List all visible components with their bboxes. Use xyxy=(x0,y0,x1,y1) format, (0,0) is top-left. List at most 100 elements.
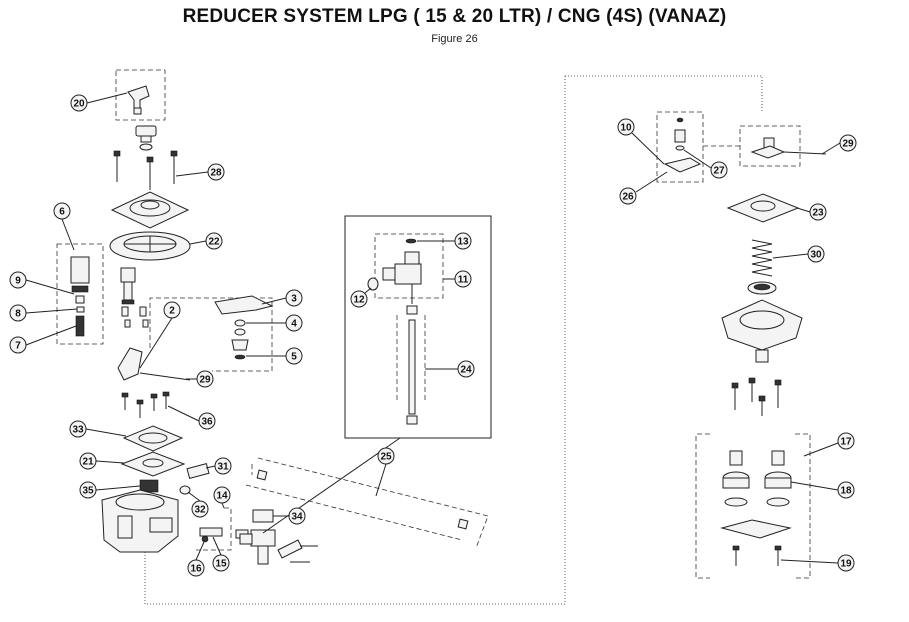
svg-text:35: 35 xyxy=(82,486,94,497)
svg-text:9: 9 xyxy=(15,276,21,287)
callout-33: 33 xyxy=(69,420,127,438)
callout-32: 32 xyxy=(187,491,209,518)
callout-29-left: 29 xyxy=(186,370,214,388)
callout-26: 26 xyxy=(619,171,668,205)
svg-text:36: 36 xyxy=(201,417,213,428)
callout-2: 2 xyxy=(139,301,181,369)
part-screws-small xyxy=(121,391,170,418)
svg-text:18: 18 xyxy=(840,486,852,497)
callout-6: 6 xyxy=(53,202,75,251)
callout-16: 16 xyxy=(187,541,205,577)
part-cover-plate xyxy=(110,191,190,229)
svg-text:33: 33 xyxy=(72,425,84,436)
callout-8: 8 xyxy=(9,304,78,322)
part-gasket xyxy=(122,425,184,452)
part-sensor-bracket xyxy=(750,137,827,159)
part-diaphragm-right xyxy=(747,281,777,295)
svg-text:25: 25 xyxy=(380,452,392,463)
part-diaphragm xyxy=(109,231,191,261)
diagram-title: REDUCER SYSTEM LPG ( 15 & 20 LTR) / CNG … xyxy=(182,6,727,27)
svg-text:29: 29 xyxy=(842,139,854,150)
callout-21: 21 xyxy=(79,452,125,470)
callout-22: 22 xyxy=(189,232,223,250)
part-cap xyxy=(135,125,157,151)
svg-text:24: 24 xyxy=(460,365,472,376)
svg-text:26: 26 xyxy=(622,192,634,203)
part-screws-right xyxy=(731,377,782,416)
part-elbow-fitting xyxy=(127,85,150,115)
part-lever-arm xyxy=(214,295,274,360)
callout-18: 18 xyxy=(790,481,855,499)
svg-text:2: 2 xyxy=(169,306,175,317)
callout-30: 30 xyxy=(772,245,825,263)
callout-31: 31 xyxy=(205,457,232,475)
detail-box xyxy=(344,215,492,439)
part-cover-right xyxy=(726,193,800,223)
callout-36: 36 xyxy=(167,405,216,430)
part-switch xyxy=(663,117,702,173)
part-fitting-small xyxy=(179,462,210,495)
part-tube xyxy=(256,469,469,530)
svg-text:32: 32 xyxy=(194,505,206,516)
group-box-10 xyxy=(656,111,704,183)
svg-text:4: 4 xyxy=(291,319,297,330)
part-lever-bracket xyxy=(117,347,191,381)
svg-text:29: 29 xyxy=(199,375,211,386)
svg-text:11: 11 xyxy=(458,275,469,286)
callout-3: 3 xyxy=(261,289,303,307)
svg-text:17: 17 xyxy=(840,437,852,448)
callout-28: 28 xyxy=(175,163,225,181)
callout-20: 20 xyxy=(70,92,128,112)
callout-9: 9 xyxy=(9,271,75,295)
callout-10: 10 xyxy=(617,118,665,165)
svg-text:31: 31 xyxy=(217,462,229,473)
svg-text:3: 3 xyxy=(291,294,297,305)
callout-27: 27 xyxy=(683,149,728,179)
callout-25: 25 xyxy=(375,447,395,497)
svg-text:14: 14 xyxy=(216,491,228,502)
part-mount-blocks xyxy=(720,450,792,566)
assembly-outline-dotted-left xyxy=(144,76,566,605)
svg-text:21: 21 xyxy=(82,457,94,468)
group-box-11 xyxy=(374,233,444,299)
svg-text:5: 5 xyxy=(291,352,297,363)
part-small-pins xyxy=(121,306,149,328)
callout-23: 23 xyxy=(796,203,827,221)
part-spring-right xyxy=(751,239,773,277)
svg-text:15: 15 xyxy=(215,559,227,570)
callout-13: 13 xyxy=(417,232,472,250)
callout-19: 19 xyxy=(780,554,855,572)
svg-text:30: 30 xyxy=(810,250,822,261)
svg-text:19: 19 xyxy=(840,559,852,570)
part-injector-fitting xyxy=(367,238,422,304)
svg-text:16: 16 xyxy=(190,564,202,575)
svg-text:13: 13 xyxy=(457,237,469,248)
callout-17: 17 xyxy=(803,432,855,457)
callout-7: 7 xyxy=(9,325,77,354)
part-filter-housing xyxy=(70,256,90,337)
part-reducer-body xyxy=(101,489,179,553)
callout-24: 24 xyxy=(425,360,475,378)
part-tee-connector xyxy=(239,509,276,565)
part-tube-vertical xyxy=(406,305,418,425)
svg-text:12: 12 xyxy=(353,295,365,306)
part-valve-stem xyxy=(120,267,136,305)
callout-12: 12 xyxy=(350,287,372,308)
part-screws xyxy=(113,150,178,190)
svg-text:22: 22 xyxy=(208,237,220,248)
callout-34: 34 xyxy=(273,507,306,525)
group-box-14 xyxy=(196,507,232,551)
part-clamp xyxy=(277,539,318,563)
svg-text:10: 10 xyxy=(620,123,632,134)
group-box-29b xyxy=(739,125,801,167)
callout-4: 4 xyxy=(246,314,303,332)
group-box-20 xyxy=(115,69,166,121)
group-box-2 xyxy=(149,297,273,372)
svg-text:27: 27 xyxy=(713,166,725,177)
svg-text:28: 28 xyxy=(210,168,222,179)
figure-number: Figure 26 xyxy=(431,33,478,45)
svg-text:7: 7 xyxy=(15,341,21,352)
svg-text:23: 23 xyxy=(812,208,824,219)
group-box-17 xyxy=(695,433,710,579)
